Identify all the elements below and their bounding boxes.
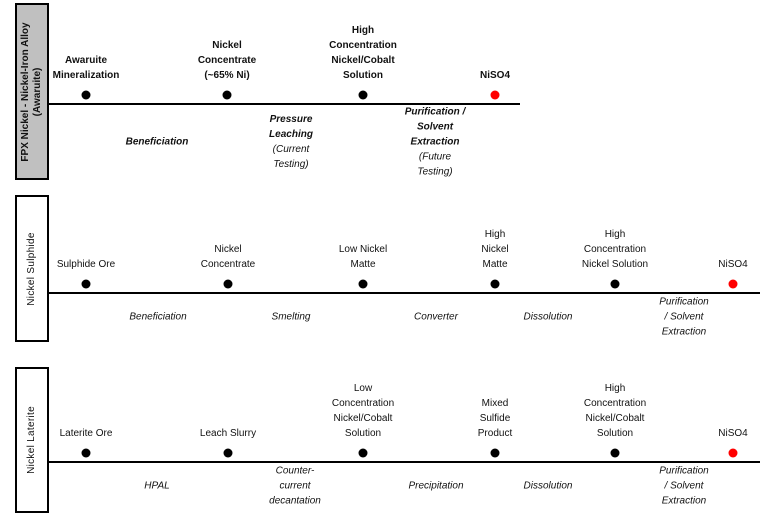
final-product-dot <box>490 90 500 100</box>
process-step-label: Precipitation <box>408 480 464 492</box>
process-step-label: Converter <box>414 311 458 323</box>
section-title: FPX Nickel - Nickel-Iron Alloy (Awaruite… <box>20 21 43 162</box>
section-title-box: FPX Nickel - Nickel-Iron Alloy (Awaruite… <box>15 3 49 180</box>
product-dot <box>610 279 620 289</box>
product-dot <box>490 279 500 289</box>
final-product-dot <box>728 448 738 458</box>
process-step: Converter <box>414 310 458 325</box>
process-step-note: (Current Testing) <box>272 144 310 170</box>
timeline-axis <box>47 461 760 463</box>
section-title-box: Nickel Laterite <box>15 367 49 513</box>
process-step: Purification / Solvent Extraction (Future… <box>405 105 466 180</box>
process-step: Smelting <box>272 310 311 325</box>
product-label: Nickel Concentrate (~65% Ni) <box>197 40 257 81</box>
product-label: Awaruite Mineralization <box>52 55 120 81</box>
timeline-axis <box>47 103 520 105</box>
process-step: Beneficiation <box>126 135 189 150</box>
product-dot <box>81 90 91 100</box>
final-product-dot <box>728 279 738 289</box>
process-step-label: Beneficiation <box>125 136 189 148</box>
product-label: Mixed Sulfide Product <box>477 398 513 439</box>
product-dot <box>223 279 233 289</box>
timeline-axis <box>47 292 760 294</box>
process-step-label: Counter- current decantation <box>269 465 321 507</box>
process-step: HPAL <box>144 479 169 494</box>
section-title: Nickel Sulphide <box>26 231 37 306</box>
product-dot <box>222 90 232 100</box>
product-dot <box>358 279 368 289</box>
product-dot <box>358 448 368 458</box>
process-step: Beneficiation <box>129 310 186 325</box>
product-label: Nickel Concentrate <box>200 244 256 270</box>
process-step-label: Purification / Solvent Extraction <box>659 465 709 507</box>
process-step-label: Purification / Solvent Extraction <box>659 296 709 338</box>
process-step-label: Smelting <box>271 311 311 323</box>
product-label: Laterite Ore <box>59 428 113 439</box>
process-step-label: Beneficiation <box>129 311 187 323</box>
section-title-box: Nickel Sulphide <box>15 195 49 342</box>
process-step-label: Purification / Solvent Extraction <box>404 106 466 148</box>
process-step-label: Pressure Leaching <box>269 114 313 140</box>
product-label: NiSO4 <box>718 428 748 439</box>
product-label: High Concentration Nickel/Cobalt Solutio… <box>583 383 647 439</box>
product-label: Low Nickel Matte <box>338 244 388 270</box>
process-step: Dissolution <box>524 310 573 325</box>
process-step: Dissolution <box>524 479 573 494</box>
product-dot <box>358 90 368 100</box>
product-label: High Concentration Nickel/Cobalt Solutio… <box>329 25 397 81</box>
process-step-label: Dissolution <box>523 480 573 492</box>
product-label: NiSO4 <box>718 259 748 270</box>
product-label: Sulphide Ore <box>56 259 116 270</box>
product-dot <box>490 448 500 458</box>
product-label: High Nickel Matte <box>481 229 509 270</box>
product-label: Leach Slurry <box>199 428 257 439</box>
process-step: Precipitation <box>408 479 463 494</box>
process-step: Counter- current decantation <box>269 464 321 509</box>
process-step-label: Dissolution <box>523 311 573 323</box>
process-step: Pressure Leaching (Current Testing) <box>269 112 313 172</box>
product-dot <box>81 448 91 458</box>
product-dot <box>610 448 620 458</box>
process-step: Purification / Solvent Extraction <box>659 295 708 340</box>
product-label: High Concentration Nickel Solution <box>581 229 649 270</box>
product-dot <box>81 279 91 289</box>
process-step-note: (Future Testing) <box>417 151 453 178</box>
product-label: NiSO4 <box>479 70 511 81</box>
product-dot <box>223 448 233 458</box>
section-title: Nickel Laterite <box>26 406 37 474</box>
process-step-label: HPAL <box>144 480 170 492</box>
product-label: Low Concentration Nickel/Cobalt Solution <box>331 383 395 439</box>
process-step: Purification / Solvent Extraction <box>659 464 708 509</box>
